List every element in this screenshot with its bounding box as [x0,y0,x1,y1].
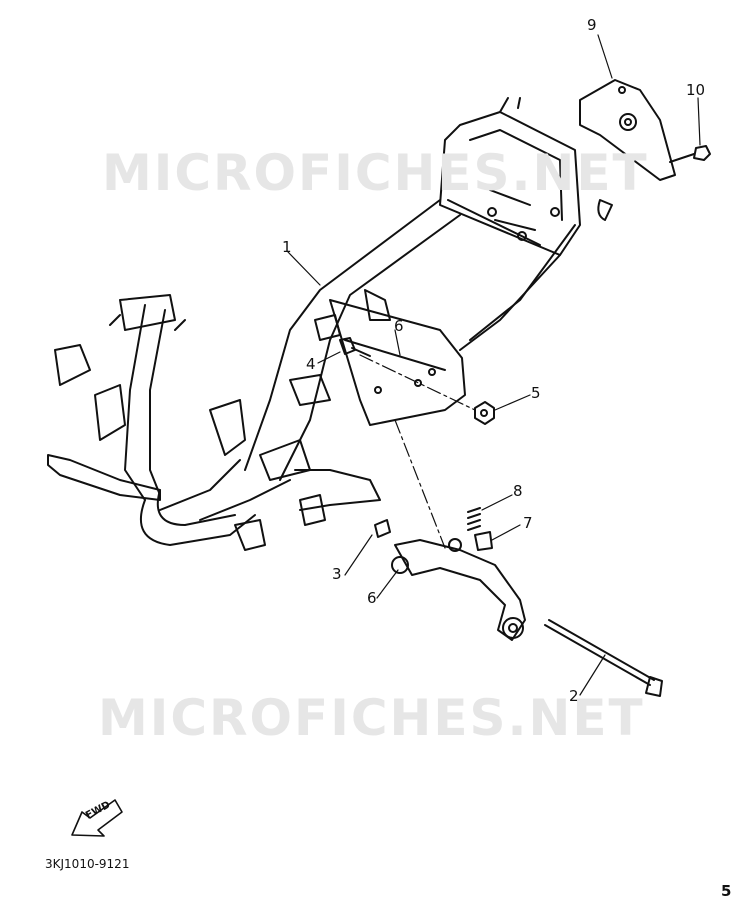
nut-5 [474,401,495,425]
part-code: 3KJ1010-9121 [45,857,130,871]
callout-3: 3 [332,565,342,583]
callout-10: 10 [686,81,706,99]
callout-4: 4 [306,355,316,373]
corner-mark: 5 [721,882,732,900]
spring-8 [467,507,481,531]
callout-5: 5 [531,384,541,402]
leader-lines [287,34,701,696]
main-frame [47,97,581,551]
long-bolt-2 [544,619,663,697]
watermark-top: MICROFICHES.NET [102,144,649,202]
collar-3 [374,519,391,538]
callout-9: 9 [587,16,597,34]
callout-2: 2 [569,687,579,705]
callout-1: 1 [282,238,292,256]
callout-8: 8 [513,482,523,500]
engine-mount-arm [391,538,526,641]
callout-6: 6 [367,589,377,607]
fwd-arrow-icon [71,799,123,837]
watermark-bottom: MICROFICHES.NET [98,689,645,747]
stopper-7 [474,531,493,551]
bracket-9 [579,79,676,221]
bolt-4 [339,337,371,357]
bolt-10 [669,145,711,163]
callout-6-upper: 6 [394,317,404,335]
callout-7: 7 [523,514,533,532]
